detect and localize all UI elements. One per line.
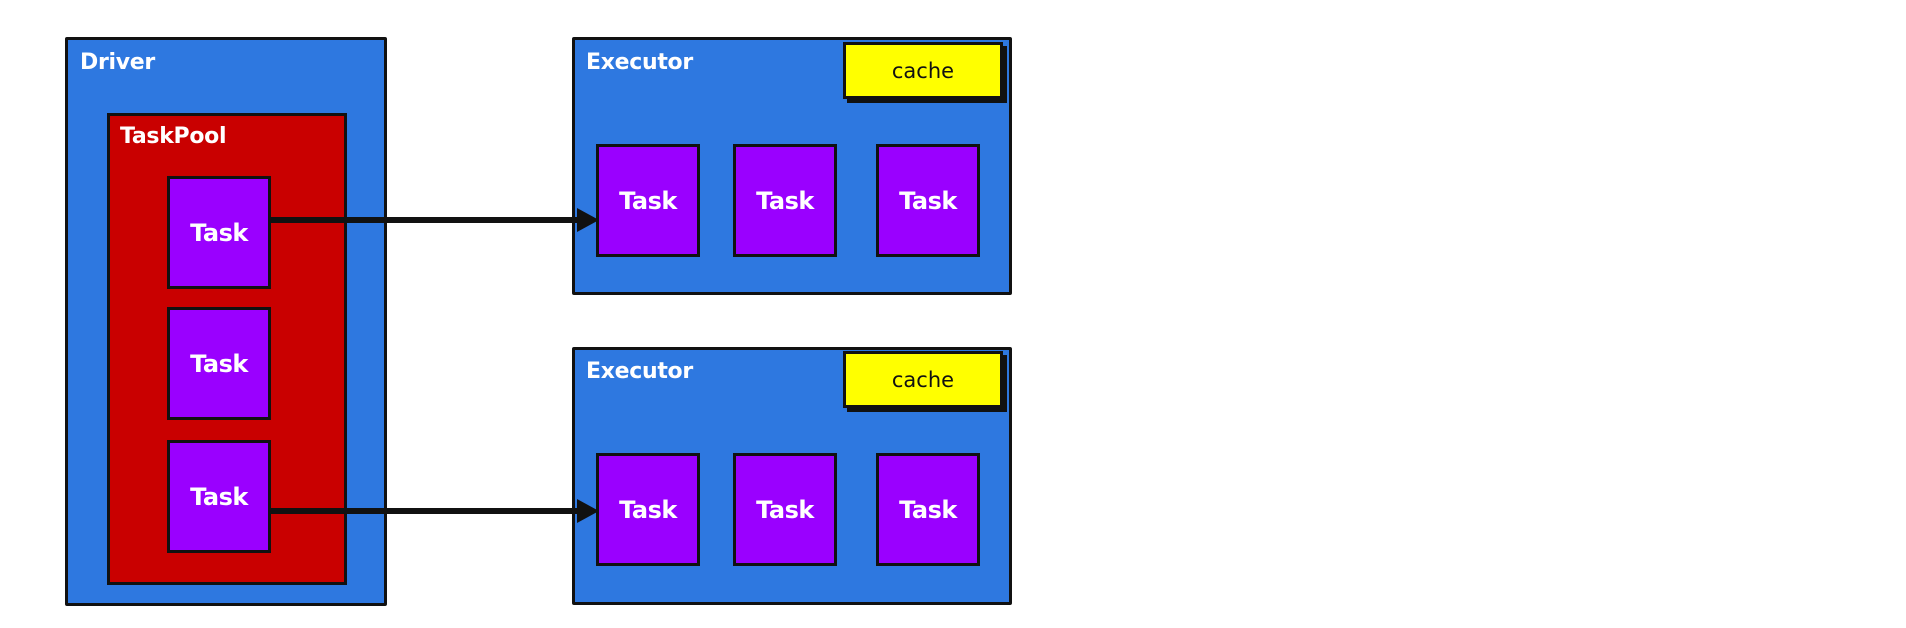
executor-1-task-3: Task — [876, 144, 980, 257]
executor-2-cache: cache — [843, 351, 1003, 408]
arrow-task1-to-executor1 — [271, 208, 599, 232]
executor-2-task-3: Task — [876, 453, 980, 566]
taskpool-task-1: Task — [167, 176, 271, 289]
driver-label: Driver — [80, 50, 155, 75]
executor-2-task-2: Task — [733, 453, 837, 566]
taskpool-task-3: Task — [167, 440, 271, 553]
executor-2-label: Executor — [586, 359, 693, 384]
executor-1-task-2: Task — [733, 144, 837, 257]
executor-1-task-1: Task — [596, 144, 700, 257]
taskpool-task-2: Task — [167, 307, 271, 420]
taskpool-label: TaskPool — [120, 124, 227, 149]
arrow-task3-to-executor2 — [271, 499, 599, 523]
executor-1-cache: cache — [843, 42, 1003, 99]
executor-1-label: Executor — [586, 50, 693, 75]
executor-2-task-1: Task — [596, 453, 700, 566]
